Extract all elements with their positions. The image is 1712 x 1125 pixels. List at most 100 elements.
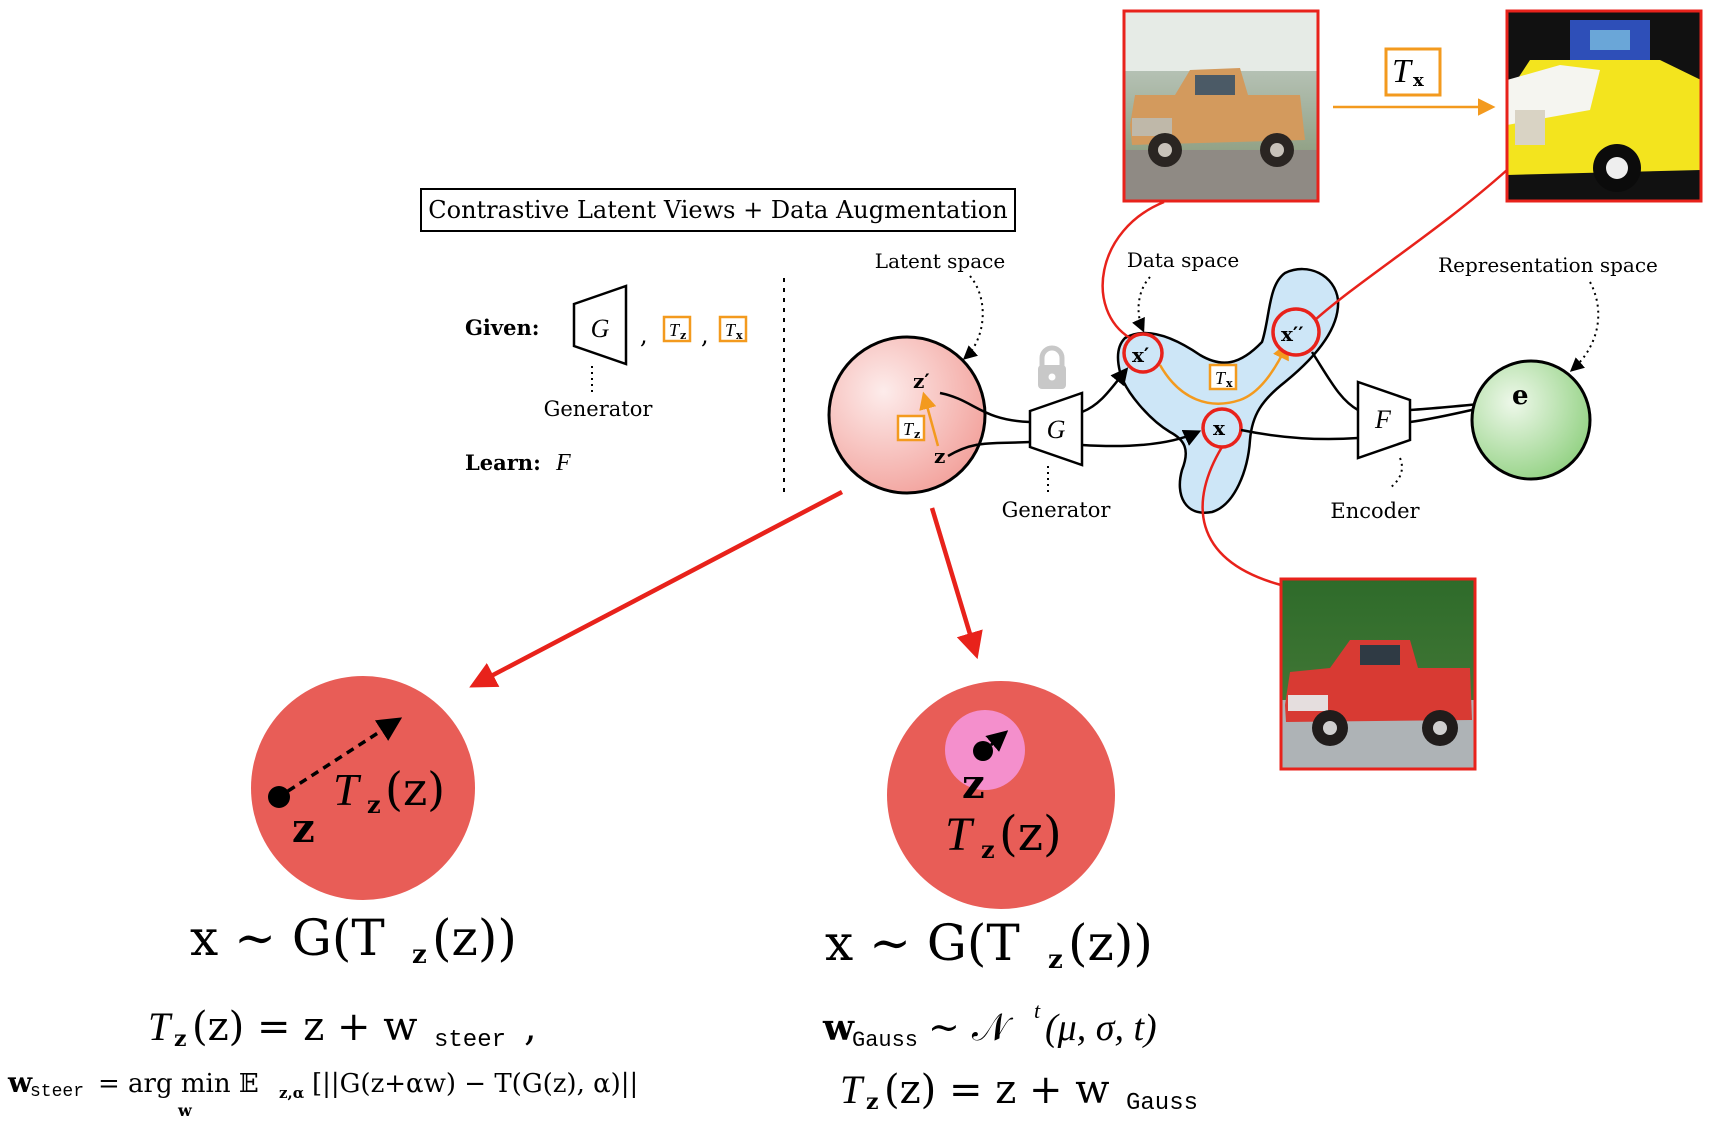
left-sample-sub: z [412,940,427,970]
lock-icon [1038,345,1066,389]
right-tz-arg: (z) [999,806,1062,862]
given-tx-box [718,315,748,343]
left-eq1-end: , [524,1004,537,1050]
given-sep2: , [701,321,709,349]
right-sample-end: (z)) [1068,914,1153,972]
x-prime-label: x′ [1132,343,1149,367]
left-tz-sub: z [367,790,381,819]
data-space-blob [1116,267,1340,514]
left-big-circle [251,676,475,900]
left-eq2-wsub: steer [30,1082,84,1102]
link-xdp-encoder [1310,351,1359,412]
encoder-symbol: F [1374,405,1392,434]
link-x-encoder [1240,428,1359,441]
right-eq2-left: T [840,1067,865,1112]
latent-space-pointer [962,275,984,360]
encoder-trapezoid [1356,380,1412,460]
learn-symbol: F [555,450,571,476]
link-generator-x [1081,429,1202,448]
big-tx-box [1384,47,1442,97]
generator-symbol: G [1047,415,1066,444]
right-eq1-sup: t [1034,998,1041,1023]
data-space-pointer [1132,276,1151,333]
right-eq2-sub: z [866,1089,879,1115]
representation-space-circle [1470,359,1592,481]
left-eq2-mid: = arg min 𝔼 [98,1069,259,1099]
generator-label: Generator [1002,498,1112,522]
learn-section: Learn: F [465,450,571,476]
left-eq1-sub: z [174,1026,187,1052]
left-eq2-esub: z,α [279,1084,305,1102]
red-arrow-left [469,490,844,688]
representation-e: e [1512,381,1529,411]
encoder-label: Encoder [1330,499,1420,523]
right-z-dot [973,741,993,761]
right-eq2-mid: (z) = z + w [884,1067,1110,1113]
left-tz-arg: (z) [385,762,445,816]
given-tz-box [662,315,692,343]
data-space-label: Data space [1127,248,1239,272]
red-arrow-right [929,507,983,660]
left-sample-end: (z)) [432,909,517,967]
encoder-pointer [1389,457,1403,489]
link-zprime-generator [939,391,1031,424]
connector-augmented-xdp [1314,169,1508,321]
given-section: Given: G , T z , T x Generator [465,284,748,421]
left-eq2-under: w [177,1101,193,1120]
left-z-dot [268,786,290,808]
left-eq2-end: [||G(z+αw) − T(G(z), α)|| [312,1069,638,1099]
image-original-truck [1122,9,1320,203]
left-eq1-mid: (z) = z + w [192,1004,418,1050]
link-z-generator [947,440,1031,458]
left-eq2-w: w [7,1066,33,1099]
link-generator-xprime [1081,367,1129,414]
latent-space-label: Latent space [875,249,1005,273]
given-tz-sub: z [680,329,686,342]
given-tz-symbol: T [669,320,681,340]
diagram-title: Contrastive Latent Views + Data Augmenta… [428,196,1007,224]
x-prime-node [1122,332,1164,374]
given-tx-sub: x [736,329,743,342]
given-tx-symbol: T [725,320,737,340]
image-augmented-truck [1505,9,1703,203]
right-eq1-wsub: Gauss [852,1028,918,1053]
latent-z: z [934,444,945,468]
big-tx-sub: x [1413,70,1424,91]
right-eq2-wsub: Gauss [1126,1090,1198,1117]
big-tx-symbol: T [1392,53,1413,90]
data-tx-symbol: T [1215,368,1227,388]
connector-original-xprime [1101,200,1165,340]
x-label: x [1213,416,1226,440]
latent-tz-symbol: T [903,419,915,439]
left-steer-arrow [287,717,403,793]
given-generator-trapezoid [572,284,628,366]
learn-label: Learn: [465,450,541,475]
left-eq1-left: T [148,1004,173,1049]
latent-tz-arrow [919,391,940,447]
right-big-circle [887,681,1115,909]
given-generator-symbol: G [591,314,610,343]
left-tz-label: T [333,764,362,815]
right-tz-sub: z [981,835,995,864]
right-sample-eq: x ∼ G(T [825,914,1020,972]
right-sample-sub: z [1048,945,1063,975]
left-sample-eq: x ∼ G(T [190,909,385,967]
right-z-label: z [962,761,985,808]
left-eq1-wsub: steer [434,1027,506,1054]
x-double-prime-node [1271,307,1321,357]
x-double-prime-label: x′′ [1281,322,1303,346]
given-generator-caption: Generator [544,397,654,421]
latent-z-prime: z′ [913,369,930,393]
right-tz-label: T [945,808,975,861]
left-z-label: z [292,805,315,852]
image-generated-truck [1279,577,1477,771]
right-eq1-args: (μ, σ, t) [1045,1007,1157,1049]
given-label: Given: [465,315,540,340]
right-eq1-end: ∼ 𝒩 [928,1005,1014,1049]
data-tx-arrow [1158,341,1289,405]
representation-space-label: Representation space [1438,253,1658,277]
right-panel: z T z (z) x ∼ G(T z (z)) w Gauss ∼ 𝒩 t (… [822,681,1198,1117]
data-tx-sub: x [1226,377,1233,390]
latent-tz-box [896,414,926,442]
